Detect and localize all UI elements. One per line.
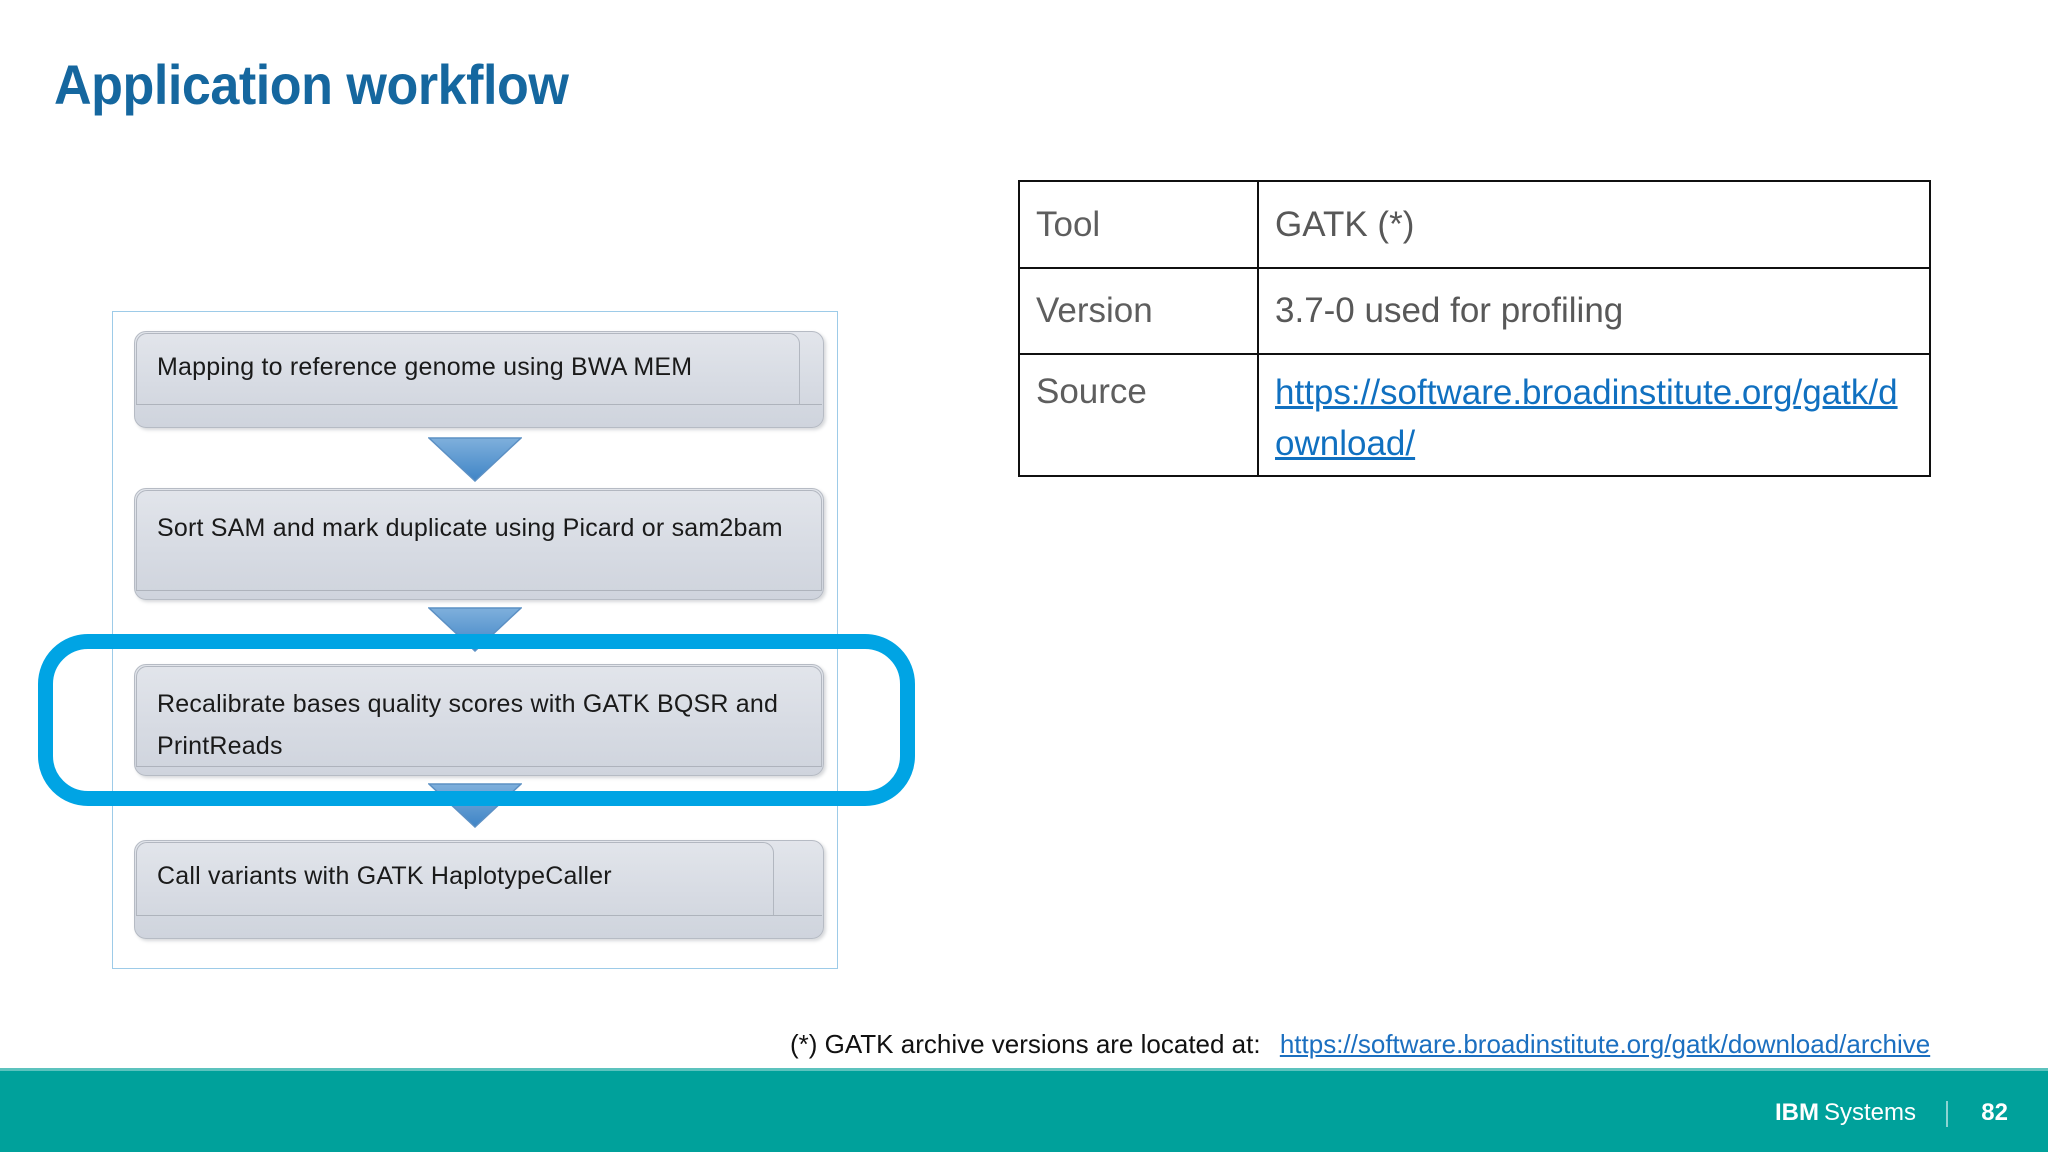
footnote: (*) GATK archive versions are located at…: [790, 1029, 1930, 1060]
flow-step-divider: [136, 404, 822, 405]
table-row: Source https://software.broadinstitute.o…: [1018, 353, 1931, 477]
table-row: Version 3.7-0 used for profiling: [1018, 267, 1931, 355]
table-cell-label: Version: [1018, 267, 1259, 355]
brand-name-secondary: Systems: [1823, 1099, 1916, 1126]
table-row: Tool GATK (*): [1018, 180, 1931, 269]
table-cell-value-link: https://software.broadinstitute.org/gatk…: [1257, 353, 1931, 477]
page-number: 82: [1981, 1099, 2008, 1126]
down-arrow-icon: [427, 436, 523, 483]
flow-step-mapping[interactable]: Mapping to reference genome using BWA ME…: [134, 331, 824, 428]
table-cell-label: Tool: [1018, 180, 1259, 269]
table-cell-value: GATK (*): [1257, 180, 1931, 269]
table-cell-label: Source: [1018, 353, 1259, 477]
flow-step-recalibrate-bqsr[interactable]: Recalibrate bases quality scores with GA…: [134, 664, 824, 776]
flow-step-divider: [136, 915, 822, 916]
flow-step-label: Mapping to reference genome using BWA ME…: [157, 353, 693, 381]
down-arrow-icon: [427, 606, 523, 653]
brand-name-primary: IBM: [1774, 1099, 1819, 1126]
tool-spec-table: Tool GATK (*) Version 3.7-0 used for pro…: [1018, 180, 1931, 477]
footnote-url-link[interactable]: https://software.broadinstitute.org/gatk…: [1279, 1029, 1931, 1059]
flow-step-divider: [136, 766, 822, 767]
flow-step-label: Call variants with GATK HaplotypeCaller: [157, 862, 612, 890]
page-title: Application workflow: [54, 53, 569, 116]
footnote-text: (*) GATK archive versions are located at…: [790, 1029, 1261, 1059]
table-cell-value: 3.7-0 used for profiling: [1257, 267, 1931, 355]
flow-step-divider: [136, 590, 822, 591]
flow-step-call-variants[interactable]: Call variants with GATK HaplotypeCaller: [134, 840, 824, 939]
footer-divider: [1946, 1101, 1948, 1127]
flow-step-sort-sam[interactable]: Sort SAM and mark duplicate using Picard…: [134, 488, 824, 600]
flow-step-label: Sort SAM and mark duplicate using Picard…: [157, 514, 783, 542]
source-url-link[interactable]: https://software.broadinstitute.org/gatk…: [1275, 373, 1898, 463]
workflow-diagram: Mapping to reference genome using BWA ME…: [112, 311, 838, 969]
flow-step-label: Recalibrate bases quality scores with GA…: [157, 690, 779, 760]
highlight-annotation-ring: [38, 634, 915, 806]
